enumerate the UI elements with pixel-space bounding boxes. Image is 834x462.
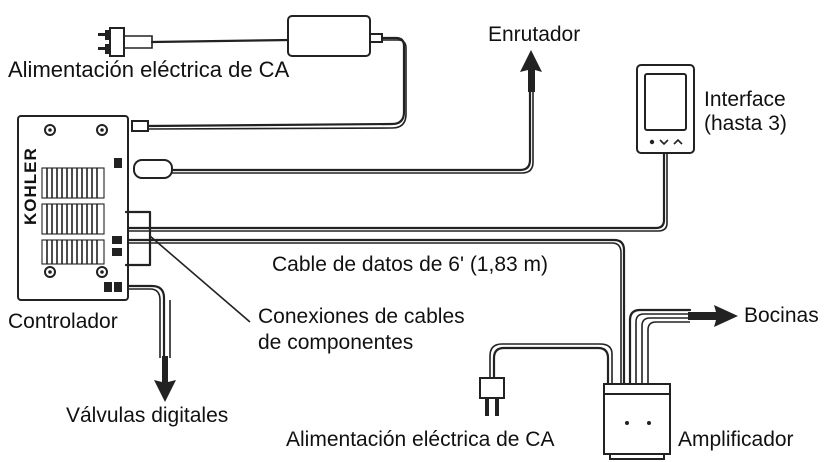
label-ac-power-top: Alimentación eléctrica de CA xyxy=(8,57,290,82)
data-cable-to-amplifier xyxy=(126,238,626,394)
amplifier-power-cord xyxy=(492,346,610,394)
ac-plug-top-icon xyxy=(98,27,153,57)
label-component-connections-line1: Conexiones de cables xyxy=(258,305,465,328)
interface-cable xyxy=(126,150,666,230)
ac-cord-plug-to-adapter xyxy=(150,38,292,44)
amplifier-device-icon xyxy=(603,383,671,460)
router-cable xyxy=(170,86,532,172)
interface-panel-icon xyxy=(636,64,695,154)
digital-valves-cable xyxy=(126,284,166,360)
label-interface-line2: (hasta 3) xyxy=(704,112,787,135)
label-speakers: Bocinas xyxy=(744,304,819,327)
label-component-connections-line2: de componentes xyxy=(258,331,414,354)
router-connector-icon xyxy=(133,159,173,179)
component-connections-bracket xyxy=(124,210,152,267)
label-digital-valves: Válvulas digitales xyxy=(66,404,229,427)
speaker-cables xyxy=(628,308,692,394)
speakers-arrow-icon xyxy=(688,305,738,327)
adapter-to-controller-cable xyxy=(146,36,406,128)
component-connections-leader xyxy=(149,235,251,323)
label-amplifier: Amplificador xyxy=(678,428,794,451)
router-arrow-icon xyxy=(520,50,542,92)
label-interface-line1: Interface xyxy=(704,88,786,111)
label-data-cable: Cable de datos de 6' (1,83 m) xyxy=(272,253,549,276)
controller-brand-logo: KOHLER xyxy=(21,147,40,225)
ac-plug-bottom-icon xyxy=(479,377,505,416)
controller-device-icon xyxy=(17,115,129,301)
label-controller: Controlador xyxy=(8,310,118,333)
label-ac-power-bottom: Alimentación eléctrica de CA xyxy=(286,428,555,451)
label-router: Enrutador xyxy=(488,23,581,46)
power-adapter-icon xyxy=(287,15,383,57)
digital-valves-arrow-icon xyxy=(154,356,176,402)
